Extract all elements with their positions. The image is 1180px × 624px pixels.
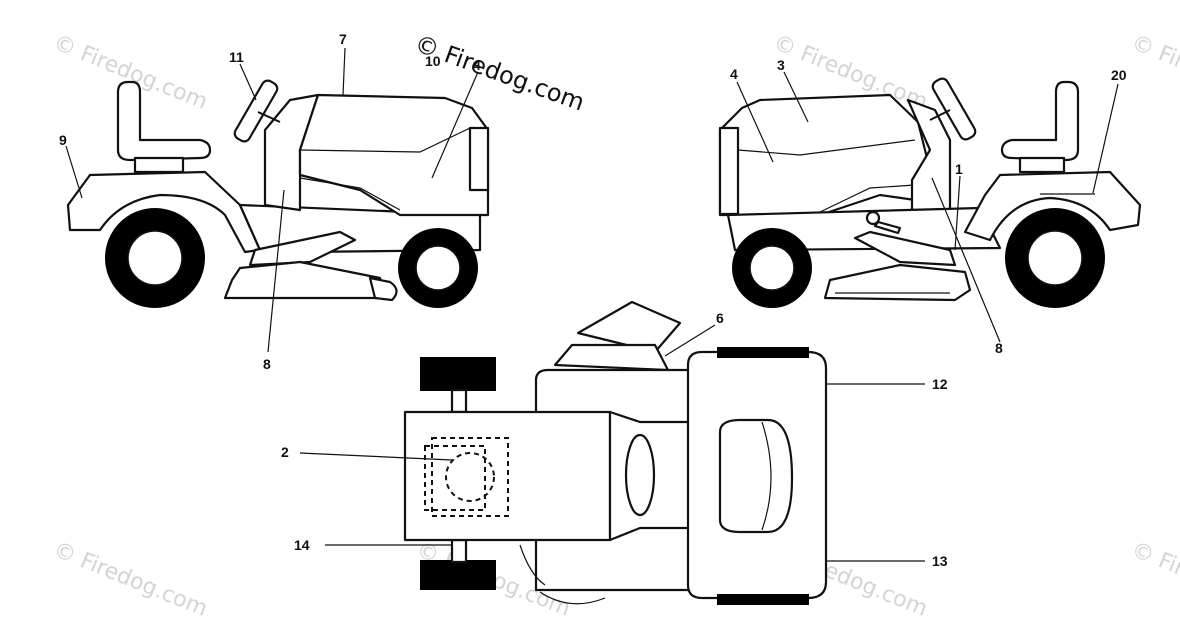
- leader-8-left: [267, 189, 285, 353]
- right-side-view: [718, 77, 1142, 308]
- steering-base: [624, 433, 656, 517]
- leader-4-right: [736, 81, 774, 163]
- seat-base: [1018, 156, 1066, 174]
- callout-1: 1: [955, 161, 963, 177]
- lift-lever: [873, 220, 902, 235]
- top-view: [403, 300, 828, 605]
- hood-line: [819, 184, 916, 213]
- decal-outline: [431, 437, 509, 517]
- leader-9: [65, 145, 83, 199]
- mower-deck: [223, 260, 387, 300]
- steering-column: [929, 109, 951, 121]
- grille: [718, 126, 740, 216]
- lever-knob: [865, 210, 881, 226]
- left-side-view: [66, 79, 490, 308]
- leader-7: [342, 47, 346, 96]
- rear-tire-bottom: [420, 560, 496, 590]
- leader-11: [239, 63, 257, 101]
- leader-lines: [65, 47, 1119, 562]
- callout-8-right: 8: [995, 340, 1003, 356]
- leader-20: [1092, 83, 1119, 194]
- callout-11: 11: [229, 49, 244, 65]
- steering-column: [257, 111, 281, 123]
- steering-wheel: [931, 77, 977, 141]
- front-tire-top: [717, 347, 809, 358]
- axle: [450, 538, 468, 564]
- callout-12: 12: [932, 376, 948, 392]
- chute-base: [553, 343, 670, 372]
- callout-9: 9: [59, 132, 67, 148]
- rear-tire-top: [420, 357, 496, 391]
- leader-2: [299, 452, 453, 461]
- callout-3: 3: [777, 57, 785, 73]
- callouts: 9 11 7 10 4 8 4 3 20 1 8 6 12 13 2 14: [59, 31, 1127, 569]
- grille: [468, 126, 490, 192]
- callout-13: 13: [932, 553, 948, 569]
- deck-arc: [539, 591, 606, 605]
- callout-20: 20: [1111, 67, 1127, 83]
- decal-outline: [424, 445, 486, 511]
- leader-8-right: [931, 177, 1001, 343]
- seat: [1000, 80, 1080, 162]
- leader-1: [954, 175, 961, 251]
- callout-8-left: 8: [263, 356, 271, 372]
- decal-circle: [445, 452, 495, 502]
- callout-2: 2: [281, 444, 289, 460]
- callout-14: 14: [294, 537, 310, 553]
- watermark: © Firedog.com: [1128, 537, 1180, 621]
- mower-deck: [823, 263, 972, 302]
- watermark: © Firedog.com: [1128, 30, 1180, 114]
- deck-arc: [519, 544, 546, 586]
- callout-4-left: 4: [473, 57, 481, 73]
- rear-fender: [963, 170, 1142, 242]
- hood-line: [737, 139, 916, 156]
- leader-3: [783, 71, 809, 123]
- callout-7: 7: [339, 31, 347, 47]
- hood-line: [299, 177, 401, 211]
- front-hub: [415, 245, 461, 291]
- discharge-chute: [368, 276, 398, 302]
- rear-hub: [1027, 230, 1083, 286]
- callout-6: 6: [716, 310, 724, 326]
- rear-hub: [127, 230, 183, 286]
- watermark: © Firedog.com: [50, 537, 211, 621]
- seat-base: [133, 156, 185, 174]
- hood-line: [299, 127, 471, 153]
- rear-fender-top: [403, 410, 612, 542]
- leader-4-left: [431, 71, 479, 179]
- front-hub: [749, 245, 795, 291]
- front-tire-bottom: [717, 594, 809, 605]
- seat: [116, 80, 212, 162]
- foot-rest: [853, 230, 957, 267]
- foot-rest: [248, 230, 357, 267]
- axle: [450, 388, 468, 414]
- leader-6: [664, 324, 716, 357]
- callout-4-right: 4: [730, 66, 738, 82]
- callout-10: 10: [425, 53, 441, 69]
- lens-curve: [761, 421, 772, 531]
- lens-outer: [718, 418, 794, 534]
